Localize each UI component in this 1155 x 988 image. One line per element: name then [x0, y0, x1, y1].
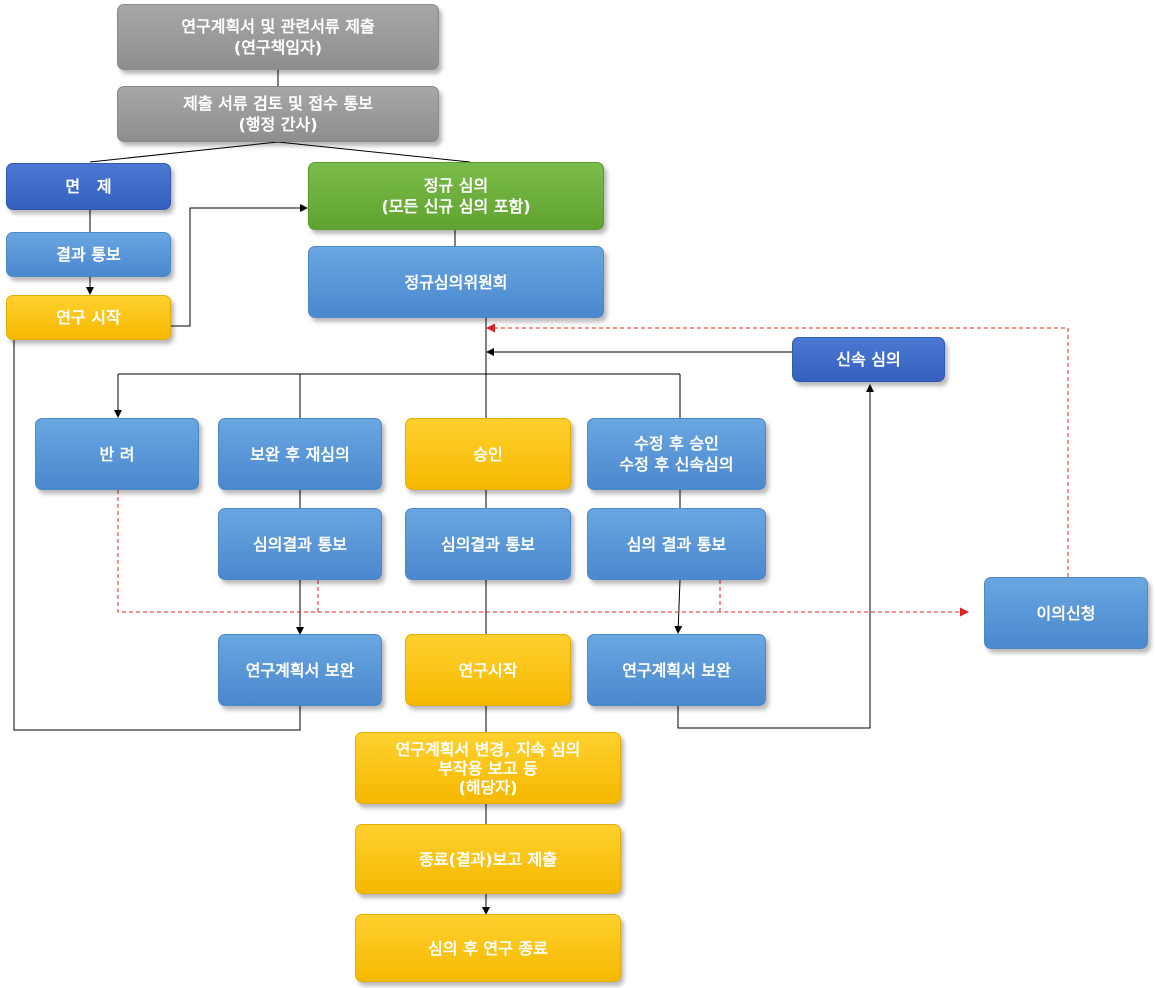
node-expedited: 신속 심의 [792, 337, 945, 382]
node-research-start: 연구시작 [405, 634, 571, 706]
connector-review-to-regular [277, 141, 471, 163]
node-review-notify: 제출 서류 검토 및 접수 통보 (행정 간사) [117, 86, 439, 142]
connector-supplement-to-expedited [677, 384, 874, 729]
node-resubmit: 보완 후 재심의 [218, 418, 382, 490]
node-result-notify-3: 심의 결과 통보 [587, 508, 766, 580]
node-reject: 반 려 [35, 418, 199, 490]
node-supplement-1: 연구계획서 보완 [218, 634, 382, 706]
node-submit-plan: 연구계획서 및 관련서류 제출 (연구책임자) [117, 4, 439, 70]
node-result-notify-1: 심의결과 통보 [218, 508, 382, 580]
dashed-reject-to-objection [117, 490, 969, 617]
node-committee: 정규심의위원회 [308, 246, 604, 318]
node-regular-review: 정규 심의 (모든 신규 심의 포함) [308, 162, 604, 230]
node-result-notify-2: 심의결과 통보 [405, 508, 571, 580]
node-ongoing: 연구계획서 변경, 지속 심의 부작용 보고 등 (해당자) [355, 732, 621, 804]
node-exempt-start: 연구 시작 [6, 295, 171, 340]
node-final-report: 종료(결과)보고 제출 [355, 824, 621, 894]
node-supplement-2: 연구계획서 보완 [587, 634, 766, 706]
node-objection: 이의신청 [984, 577, 1148, 649]
node-approve: 승인 [405, 418, 571, 490]
node-modify-approve: 수정 후 승인 수정 후 신속심의 [587, 418, 766, 490]
dashed-objection-to-committee [486, 323, 1069, 577]
connector-review-to-exempt [89, 141, 279, 163]
connector-notify-to-supplement-2 [674, 579, 683, 634]
node-end: 심의 후 연구 종료 [355, 914, 621, 982]
node-exempt: 면 제 [6, 163, 171, 210]
node-exempt-result: 결과 통보 [6, 232, 171, 277]
